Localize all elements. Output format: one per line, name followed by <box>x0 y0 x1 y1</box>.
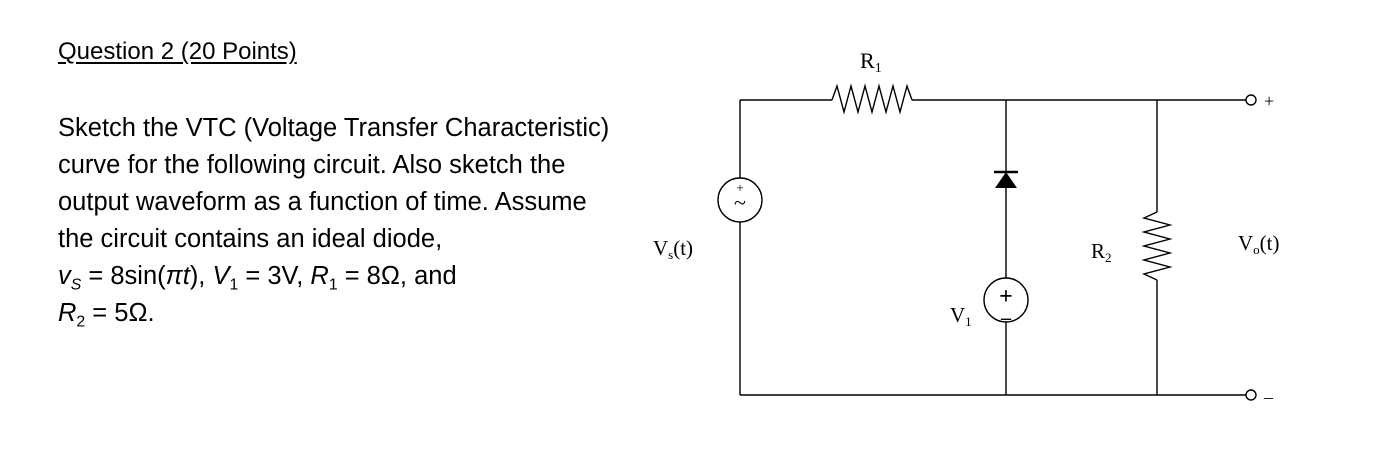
vs-symbol: v <box>58 262 71 290</box>
problem-line-4: the circuit contains an ideal diode, <box>58 225 443 253</box>
v1-minus-sign: – <box>1000 307 1012 329</box>
vs-subscript: S <box>70 276 82 294</box>
diode-icon <box>994 170 1018 188</box>
vs-plus-sign: + <box>736 180 743 195</box>
and-word: and <box>407 262 457 290</box>
problem-line-6: R2 = 5Ω. <box>58 295 658 332</box>
problem-statement: Sketch the VTC (Voltage Transfer Charact… <box>58 110 658 332</box>
r1-expression: = 8Ω, <box>337 262 407 290</box>
r2-subscript: 2 <box>76 313 86 331</box>
vs-close: ), <box>189 262 206 290</box>
problem-line-3: output waveform as a function of time. A… <box>58 188 587 216</box>
r2-resistor <box>1141 211 1173 281</box>
v1-subscript: 1 <box>229 276 239 294</box>
r2-label: R2 <box>1091 239 1112 265</box>
question-title: Question 2 (20 Points) <box>58 38 297 65</box>
output-terminal-minus <box>1245 389 1257 401</box>
r1-subscript: 1 <box>328 276 338 294</box>
r2-symbol: R <box>58 299 77 327</box>
v1-label: V1 <box>950 303 972 329</box>
problem-line-1: Sketch the VTC (Voltage Transfer Charact… <box>58 114 610 142</box>
vs-label: Vs(t) <box>653 236 693 262</box>
v1-symbol: V <box>212 262 230 290</box>
output-minus-label: – <box>1263 387 1274 407</box>
output-terminal-plus <box>1245 94 1257 106</box>
circuit-diagram: R1 Vs(t) V1 R2 Vo(t) + – + – + ~ <box>653 48 1280 407</box>
vo-label: Vo(t) <box>1238 231 1280 257</box>
v1-expression: = 3V, <box>238 262 304 290</box>
vs-pi-t: πt <box>165 262 190 290</box>
v1-source-icon <box>983 277 1029 323</box>
r1-label: R1 <box>860 48 882 76</box>
vs-source-icon <box>717 177 763 223</box>
vs-tilde-icon: ~ <box>734 190 746 215</box>
problem-line-2: curve for the following circuit. Also sk… <box>58 151 566 179</box>
v1-plus-sign: + <box>999 284 1013 310</box>
vs-expression: = 8sin( <box>81 262 166 290</box>
r2-expression: = 5Ω. <box>85 299 155 327</box>
problem-line-5: vS = 8sin(πt), V1 = 3V, R1 = 8Ω, and <box>58 258 658 295</box>
r1-symbol: R <box>310 262 329 290</box>
output-plus-label: + <box>1264 91 1274 111</box>
r1-resistor <box>831 83 913 115</box>
